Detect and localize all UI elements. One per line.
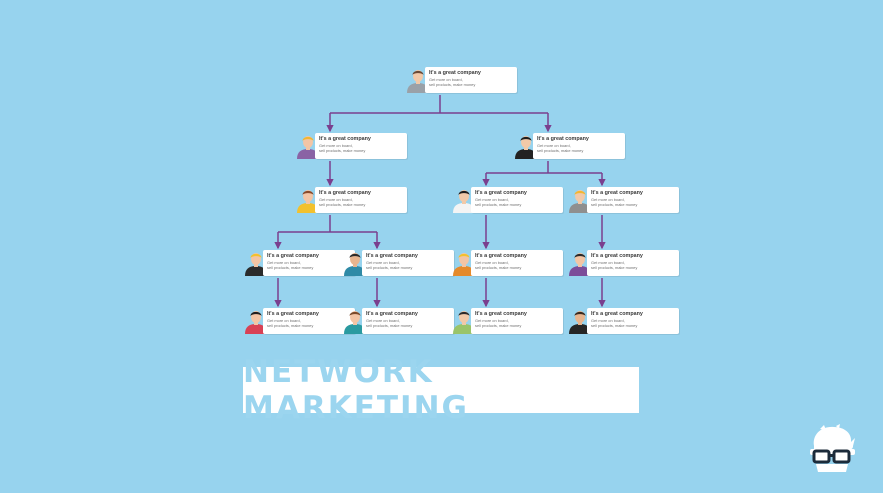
node-line-1: Get more on board, — [319, 197, 353, 202]
businessman-grey-suit-icon — [407, 70, 429, 93]
node-line-2: sell products, make money — [319, 202, 366, 207]
woman-blonde-orange-top-icon — [453, 253, 475, 276]
man-white-shirt-icon — [453, 190, 475, 213]
node-title: It's a great company — [475, 190, 527, 196]
node-line-2: sell products, make money — [537, 148, 584, 153]
node-title: It's a great company — [591, 311, 643, 317]
node-line-2: sell products, make money — [591, 265, 638, 270]
node-title: It's a great company — [366, 253, 418, 259]
node-line-2: sell products, make money — [319, 148, 366, 153]
worker-hard-hat-icon — [569, 190, 591, 213]
woman-dark-hair-purple-top-icon — [569, 253, 591, 276]
node-line-2: sell products, make money — [475, 202, 522, 207]
man-glasses-beard-black-shirt-icon — [569, 311, 591, 334]
node-title: It's a great company — [429, 70, 481, 76]
node-title: It's a great company — [319, 136, 371, 142]
node-line-2: sell products, make money — [475, 265, 522, 270]
man-beard-teal-shirt-icon — [344, 253, 366, 276]
nerd-glasses-logo-icon — [810, 424, 855, 472]
node-title: It's a great company — [267, 311, 319, 317]
node-line-1: Get more on board, — [537, 143, 571, 148]
node-line-2: sell products, make money — [267, 265, 314, 270]
node-line-2: sell products, make money — [475, 323, 522, 328]
node-line-1: Get more on board, — [429, 77, 463, 82]
woman-yellow-top-icon — [297, 190, 319, 213]
node-line-1: Get more on board, — [591, 318, 625, 323]
node-line-2: sell products, make money — [366, 265, 413, 270]
node-line-1: Get more on board, — [591, 197, 625, 202]
node-line-1: Get more on board, — [267, 260, 301, 265]
node-line-1: Get more on board, — [319, 143, 353, 148]
node-title: It's a great company — [366, 311, 418, 317]
node-line-1: Get more on board, — [475, 260, 509, 265]
woman-black-hair-red-top-icon — [245, 311, 267, 334]
man-green-shirt-icon — [453, 311, 475, 334]
node-line-2: sell products, make money — [267, 323, 314, 328]
node-line-1: Get more on board, — [475, 318, 509, 323]
woman-blonde-purple-top-icon — [297, 136, 319, 159]
banner: NETWORK MARKETING — [243, 354, 639, 426]
node-line-2: sell products, make money — [366, 323, 413, 328]
node-title: It's a great company — [475, 311, 527, 317]
node-title: It's a great company — [267, 253, 319, 259]
banner-title: NETWORK MARKETING — [243, 354, 469, 426]
woman-brown-hair-teal-top-icon — [344, 311, 366, 334]
node-title: It's a great company — [591, 190, 643, 196]
node-title: It's a great company — [537, 136, 589, 142]
node-line-2: sell products, make money — [429, 82, 476, 87]
node-line-2: sell products, make money — [591, 323, 638, 328]
node-title: It's a great company — [475, 253, 527, 259]
node-title: It's a great company — [319, 190, 371, 196]
node-line-1: Get more on board, — [366, 260, 400, 265]
node-line-1: Get more on board, — [366, 318, 400, 323]
waiter-bowtie-icon — [515, 136, 537, 159]
node-line-1: Get more on board, — [267, 318, 301, 323]
man-blonde-black-shirt-icon — [245, 253, 267, 276]
node-line-2: sell products, make money — [591, 202, 638, 207]
node-line-1: Get more on board, — [591, 260, 625, 265]
node-line-1: Get more on board, — [475, 197, 509, 202]
node-title: It's a great company — [591, 253, 643, 259]
